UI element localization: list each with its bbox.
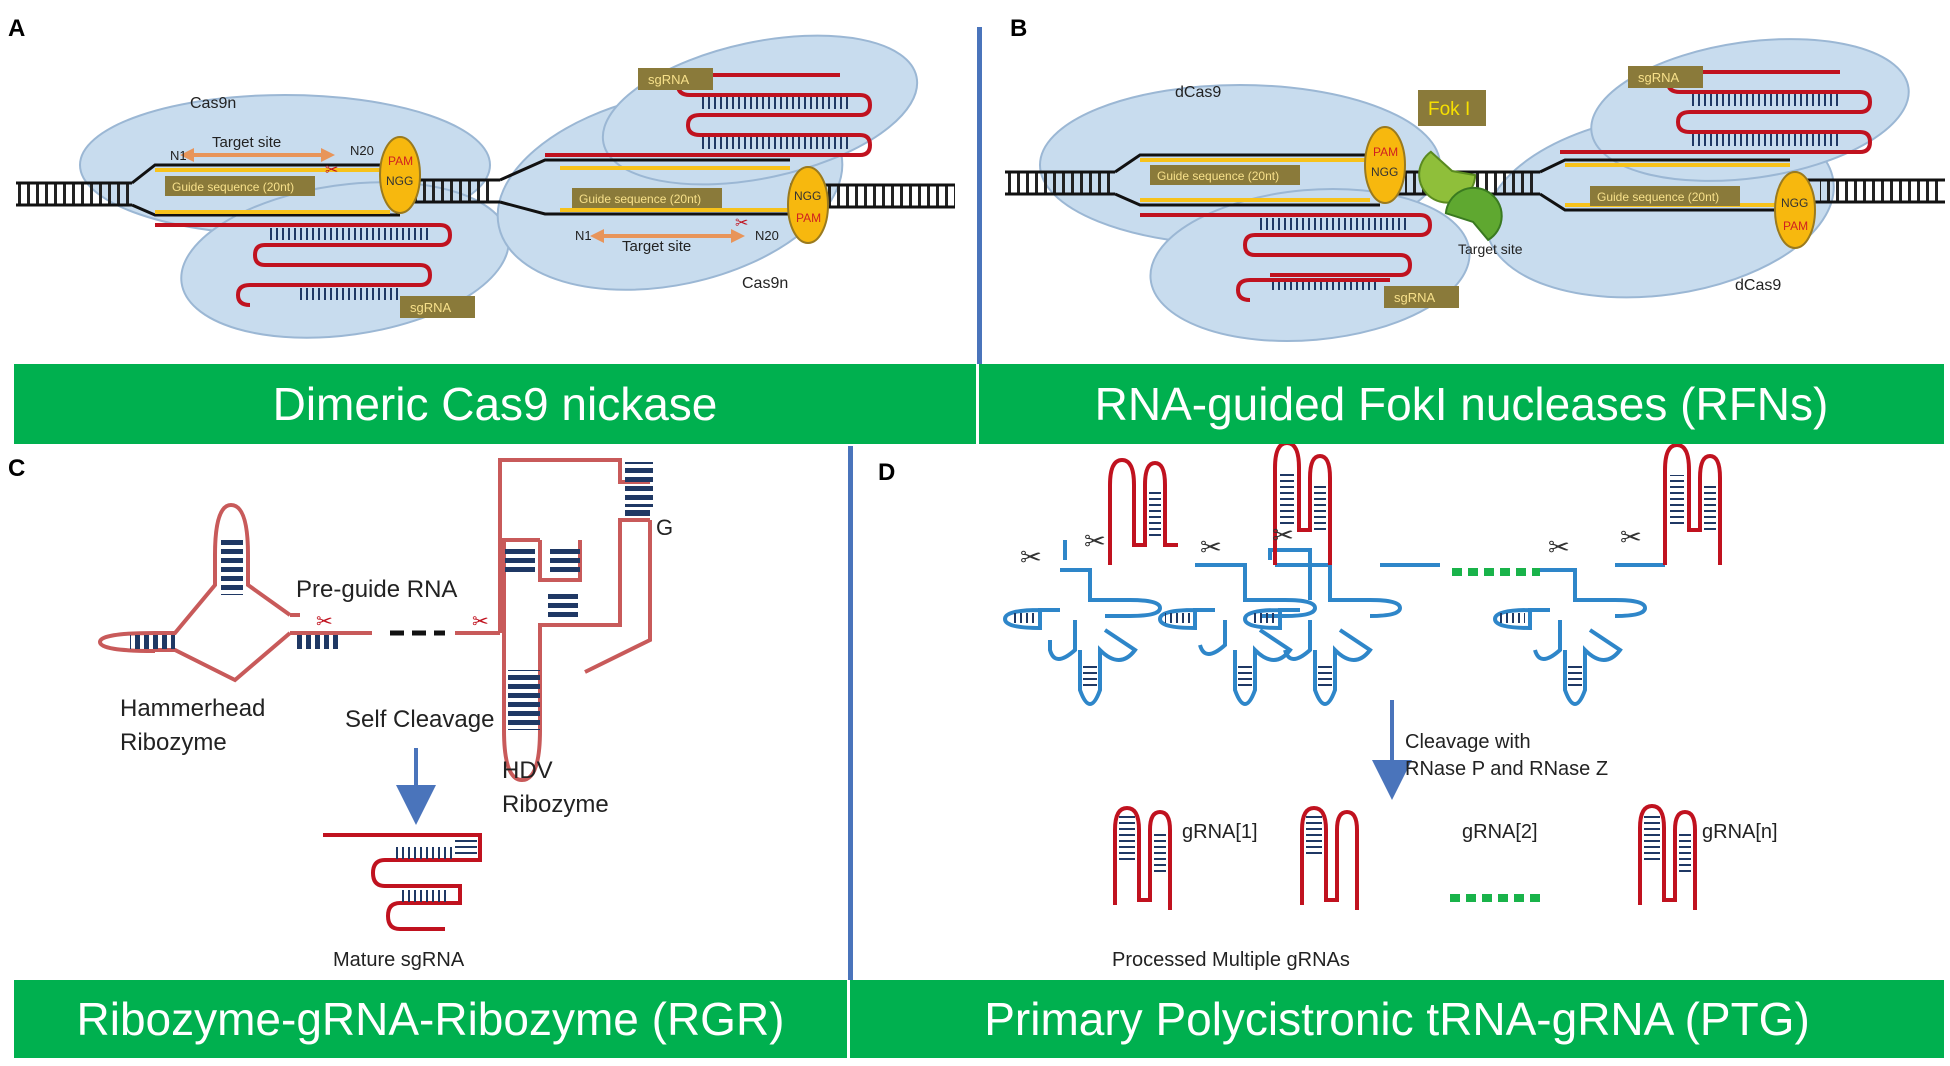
sgrna-label-b-left: sgRNA <box>1394 290 1436 305</box>
processed-grnas <box>1113 803 1697 910</box>
grna1-label: gRNA[1] <box>1182 821 1258 843</box>
trna-4 <box>1492 563 1665 706</box>
pam-label-right: PAM <box>796 211 821 225</box>
scissors-icon: ✂ <box>1620 522 1642 552</box>
sgrna-label-left: sgRNA <box>410 300 452 315</box>
guide-label-left: Guide sequence (20nt) <box>172 180 294 194</box>
dna-ladder-left <box>16 183 132 205</box>
banner-d-text: Primary Polycistronic tRNA-gRNA (PTG) <box>984 993 1810 1045</box>
hammerhead-label-1: Hammerhead <box>120 695 265 722</box>
hdv-ribozyme <box>498 458 652 783</box>
hdv-label-2: Ribozyme <box>502 791 609 818</box>
pre-guide-label: Pre-guide RNA <box>296 576 457 603</box>
n20-label-left: N20 <box>350 143 374 158</box>
scissors-icon: ✂ <box>735 215 748 232</box>
guide-box-b-left <box>1150 165 1300 185</box>
g-label: G <box>656 515 673 540</box>
sgrna-box-b-right <box>1628 66 1703 88</box>
vertical-divider-bottom <box>848 446 853 980</box>
guide-box-left <box>165 176 315 196</box>
banner-dimeric-cas9-nickase: Dimeric Cas9 nickase <box>14 364 976 444</box>
trna-2 <box>1157 548 1318 706</box>
processed-label: Processed Multiple gRNAs <box>1112 949 1350 971</box>
ngg-label-b-left: NGG <box>1371 165 1398 179</box>
pam-label-left: PAM <box>388 154 413 168</box>
guide-label-b-right: Guide sequence (20nt) <box>1597 190 1719 204</box>
foki-lower-domain <box>1444 186 1503 242</box>
ngg-label-right: NGG <box>794 189 821 203</box>
trna-1 <box>1002 540 1163 706</box>
sgrna-box-right <box>638 68 713 90</box>
cleavage-label-2: RNase P and RNase Z <box>1405 758 1608 780</box>
guide-label-b-left: Guide sequence (20nt) <box>1157 169 1279 183</box>
scissors-icon: ✂ <box>1272 520 1294 550</box>
banner-b-text: RNA-guided FokI nucleases (RFNs) <box>1094 378 1829 430</box>
sgrna-label-right: sgRNA <box>648 72 690 87</box>
scissors-icon: ✂ <box>1548 532 1570 562</box>
grna-hairpins-top <box>1108 440 1722 565</box>
dna-ladder-middle <box>415 180 495 202</box>
sgrna-box-left <box>400 296 475 318</box>
self-cleavage-label: Self Cleavage <box>345 706 494 733</box>
banner-c-text: Ribozyme-gRNA-Ribozyme (RGR) <box>76 993 785 1045</box>
scissors-icon: ✂ <box>1084 526 1106 556</box>
panel-b: B Guide sequence (20nt) Guide sequenc <box>1005 15 1945 343</box>
scissors-icon: ✂ <box>472 611 489 633</box>
vertical-divider-top <box>977 27 982 364</box>
scissors-icon: ✂ <box>1020 542 1042 572</box>
pam-oval-b-left <box>1364 126 1406 204</box>
trna-3 <box>1242 563 1440 706</box>
scissors-icon: ✂ <box>1200 532 1222 562</box>
pam-label-b-left: PAM <box>1373 145 1398 159</box>
dcas9-label-right: dCas9 <box>1735 277 1781 294</box>
panel-c-letter: C <box>8 455 25 482</box>
banner-a-text: Dimeric Cas9 nickase <box>272 378 718 430</box>
mature-sgrna <box>323 833 482 931</box>
grnan-label: gRNA[n] <box>1702 821 1778 843</box>
grna2-label: gRNA[2] <box>1462 821 1538 843</box>
panel-d: D <box>878 440 1778 971</box>
pam-label-b-right: PAM <box>1783 219 1808 233</box>
banner-rna-guided-foki: RNA-guided FokI nucleases (RFNs) <box>979 364 1944 444</box>
cas9n-label-left: Cas9n <box>190 95 236 112</box>
pam-oval-b-right <box>1774 171 1816 249</box>
panel-b-letter: B <box>1010 15 1027 42</box>
panel-d-letter: D <box>878 459 895 486</box>
panel-a: A Guide seq <box>8 15 955 339</box>
guide-label-right: Guide sequence (20nt) <box>579 192 701 206</box>
scissors-icon: ✂ <box>325 162 338 179</box>
guide-box-b-right <box>1590 186 1740 206</box>
pam-oval-right <box>787 166 829 244</box>
cleavage-label-1: Cleavage with <box>1405 731 1531 753</box>
panel-c: C ✂ ✂ G <box>8 455 673 971</box>
sgrna-label-b-right: sgRNA <box>1638 70 1680 85</box>
banner-ptg: Primary Polycistronic tRNA-gRNA (PTG) <box>850 980 1944 1058</box>
target-site-label-left: Target site <box>212 134 281 151</box>
hammerhead-label-2: Ribozyme <box>120 729 227 756</box>
guide-box-right <box>572 188 722 208</box>
n1-label-left: N1 <box>170 148 187 163</box>
hdv-label-1: HDV <box>502 757 553 784</box>
hammerhead-ribozyme <box>97 502 372 683</box>
ngg-label-b-right: NGG <box>1781 196 1808 210</box>
panel-a-letter: A <box>8 15 25 42</box>
target-site-label-right: Target site <box>622 238 691 255</box>
scissors-icon: ✂ <box>316 611 333 633</box>
ngg-label-left: NGG <box>386 174 413 188</box>
n1-label-right: N1 <box>575 228 592 243</box>
n20-label-right: N20 <box>755 228 779 243</box>
cas9n-label-right: Cas9n <box>742 275 788 292</box>
foki-box <box>1418 90 1486 126</box>
dna-ladder-right <box>825 185 955 207</box>
mature-sgrna-label: Mature sgRNA <box>333 949 465 971</box>
foki-label: Fok I <box>1428 99 1470 120</box>
banner-rgr: Ribozyme-gRNA-Ribozyme (RGR) <box>14 980 847 1058</box>
dcas9-label-left: dCas9 <box>1175 84 1221 101</box>
pam-oval-left <box>379 136 421 214</box>
target-site-label-b: Target site <box>1458 241 1523 257</box>
sgrna-box-b-left <box>1384 286 1459 308</box>
